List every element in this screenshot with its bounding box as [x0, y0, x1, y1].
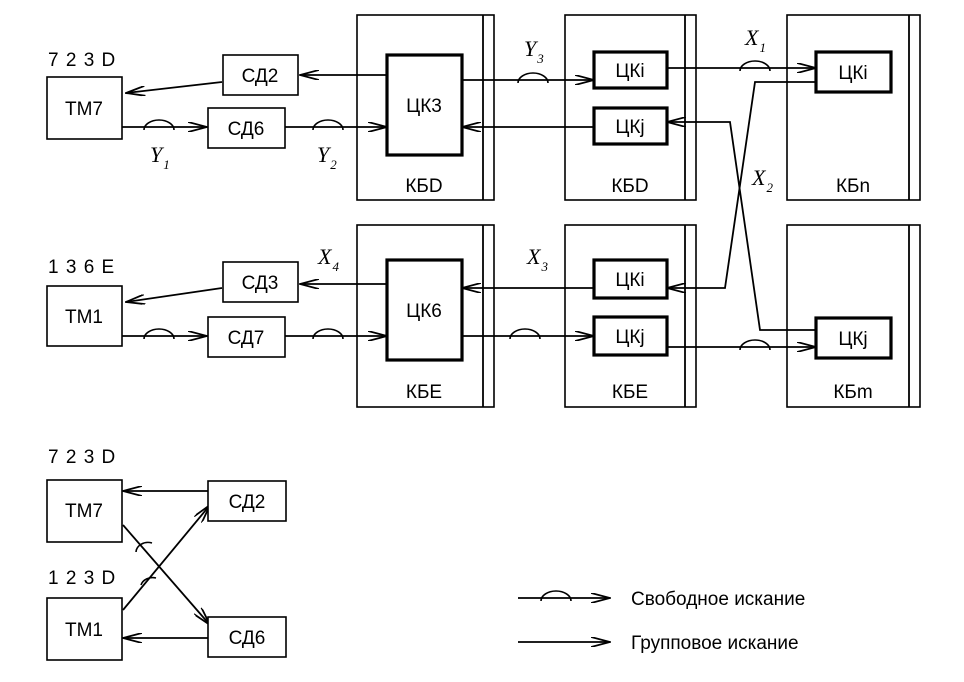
- tm1-box: [46, 285, 123, 347]
- kbn-cki-box: [814, 50, 893, 94]
- sd3-label: СД3: [242, 273, 279, 294]
- middle-connections: [122, 284, 816, 350]
- sd2-label: СД2: [242, 66, 279, 87]
- variable-labels: Y1 Y2 Y3 X1 X2 X3 X4: [150, 25, 773, 274]
- kbn-cki-label: ЦКi: [838, 63, 867, 84]
- ck6-box: [385, 258, 464, 362]
- kbd-ckj-box: [592, 106, 669, 146]
- bottom-tm7-box: [46, 479, 123, 543]
- ck3-box: [385, 53, 464, 157]
- bottom-sd6-box: [207, 616, 287, 658]
- kbe-left-label: КБЕ: [406, 382, 442, 403]
- kbn-label: КБn: [836, 176, 870, 197]
- bottom-sd6-label: СД6: [229, 628, 266, 649]
- sd6-box: [207, 107, 286, 149]
- kbm-ckj-box: [814, 316, 893, 360]
- y2-label: Y2: [317, 142, 337, 172]
- sd7-label: СД7: [228, 328, 265, 349]
- top-blocks: 7 2 3 D ТМ7 СД2 СД6 ЦК3 КБD ЦКi ЦКj КБD …: [46, 50, 893, 197]
- tm7-number: 7 2 3 D: [48, 50, 116, 71]
- bottom-tm1-label: ТМ1: [65, 620, 103, 641]
- bottom-sd2-label: СД2: [229, 492, 266, 513]
- x4-label: X4: [317, 244, 339, 274]
- kbe-ckj-box: [592, 315, 669, 357]
- legend-group-search-label: Групповое искание: [631, 633, 799, 654]
- kbe-right-label: КБЕ: [612, 382, 648, 403]
- y3-label: Y3: [524, 36, 544, 66]
- y1-label: Y1: [150, 142, 170, 172]
- kbd-cki-box: [592, 50, 669, 90]
- top-connections: [122, 60, 816, 331]
- kbd-left-label: КБD: [405, 176, 442, 197]
- kbm-ckj-label: ЦКj: [838, 329, 867, 350]
- legend: Свободное искание Групповое искание: [518, 589, 805, 654]
- tm1-label: ТМ1: [65, 307, 103, 328]
- sd2-box: [222, 54, 299, 96]
- middle-blocks: 1 3 6 E ТМ1 СД3 СД7 ЦК6 КБЕ ЦКi ЦКj КБЕ …: [46, 257, 893, 403]
- tm7-label: ТМ7: [65, 99, 103, 120]
- legend-free-search-label: Свободное искание: [631, 589, 805, 610]
- x3-label: X3: [526, 244, 548, 274]
- kbe-ckj-label: ЦКj: [615, 327, 644, 348]
- sd3-box: [222, 261, 299, 303]
- kbd-ckj-label: ЦКj: [615, 117, 644, 138]
- ck6-label: ЦК6: [406, 301, 442, 322]
- kbd-cki-label: ЦКi: [615, 61, 644, 82]
- kbe-cki-box: [592, 258, 669, 300]
- bottom-tm1-box: [46, 597, 123, 661]
- ck3-label: ЦК3: [406, 96, 442, 117]
- bottom-diagram: 7 2 3 D ТМ7 1 2 3 D ТМ1 СД2 СД6: [46, 447, 287, 661]
- kbe-cki-label: ЦКi: [615, 270, 644, 291]
- bottom-tm1-number: 1 2 3 D: [48, 568, 116, 589]
- sd6-label: СД6: [228, 119, 265, 140]
- bottom-tm7-label: ТМ7: [65, 501, 103, 522]
- kbm-label: КБm: [833, 382, 872, 403]
- tm1-number: 1 3 6 E: [48, 257, 115, 278]
- tm7-box: [46, 76, 123, 140]
- sd7-box: [207, 316, 286, 358]
- kbm-frame: [786, 224, 921, 408]
- kbd-right-label: КБD: [611, 176, 648, 197]
- x1-label: X1: [744, 25, 766, 55]
- kbn-frame: [786, 14, 921, 201]
- bottom-sd2-box: [207, 480, 287, 522]
- x2-label: X2: [751, 165, 773, 195]
- bottom-tm7-number: 7 2 3 D: [48, 447, 116, 468]
